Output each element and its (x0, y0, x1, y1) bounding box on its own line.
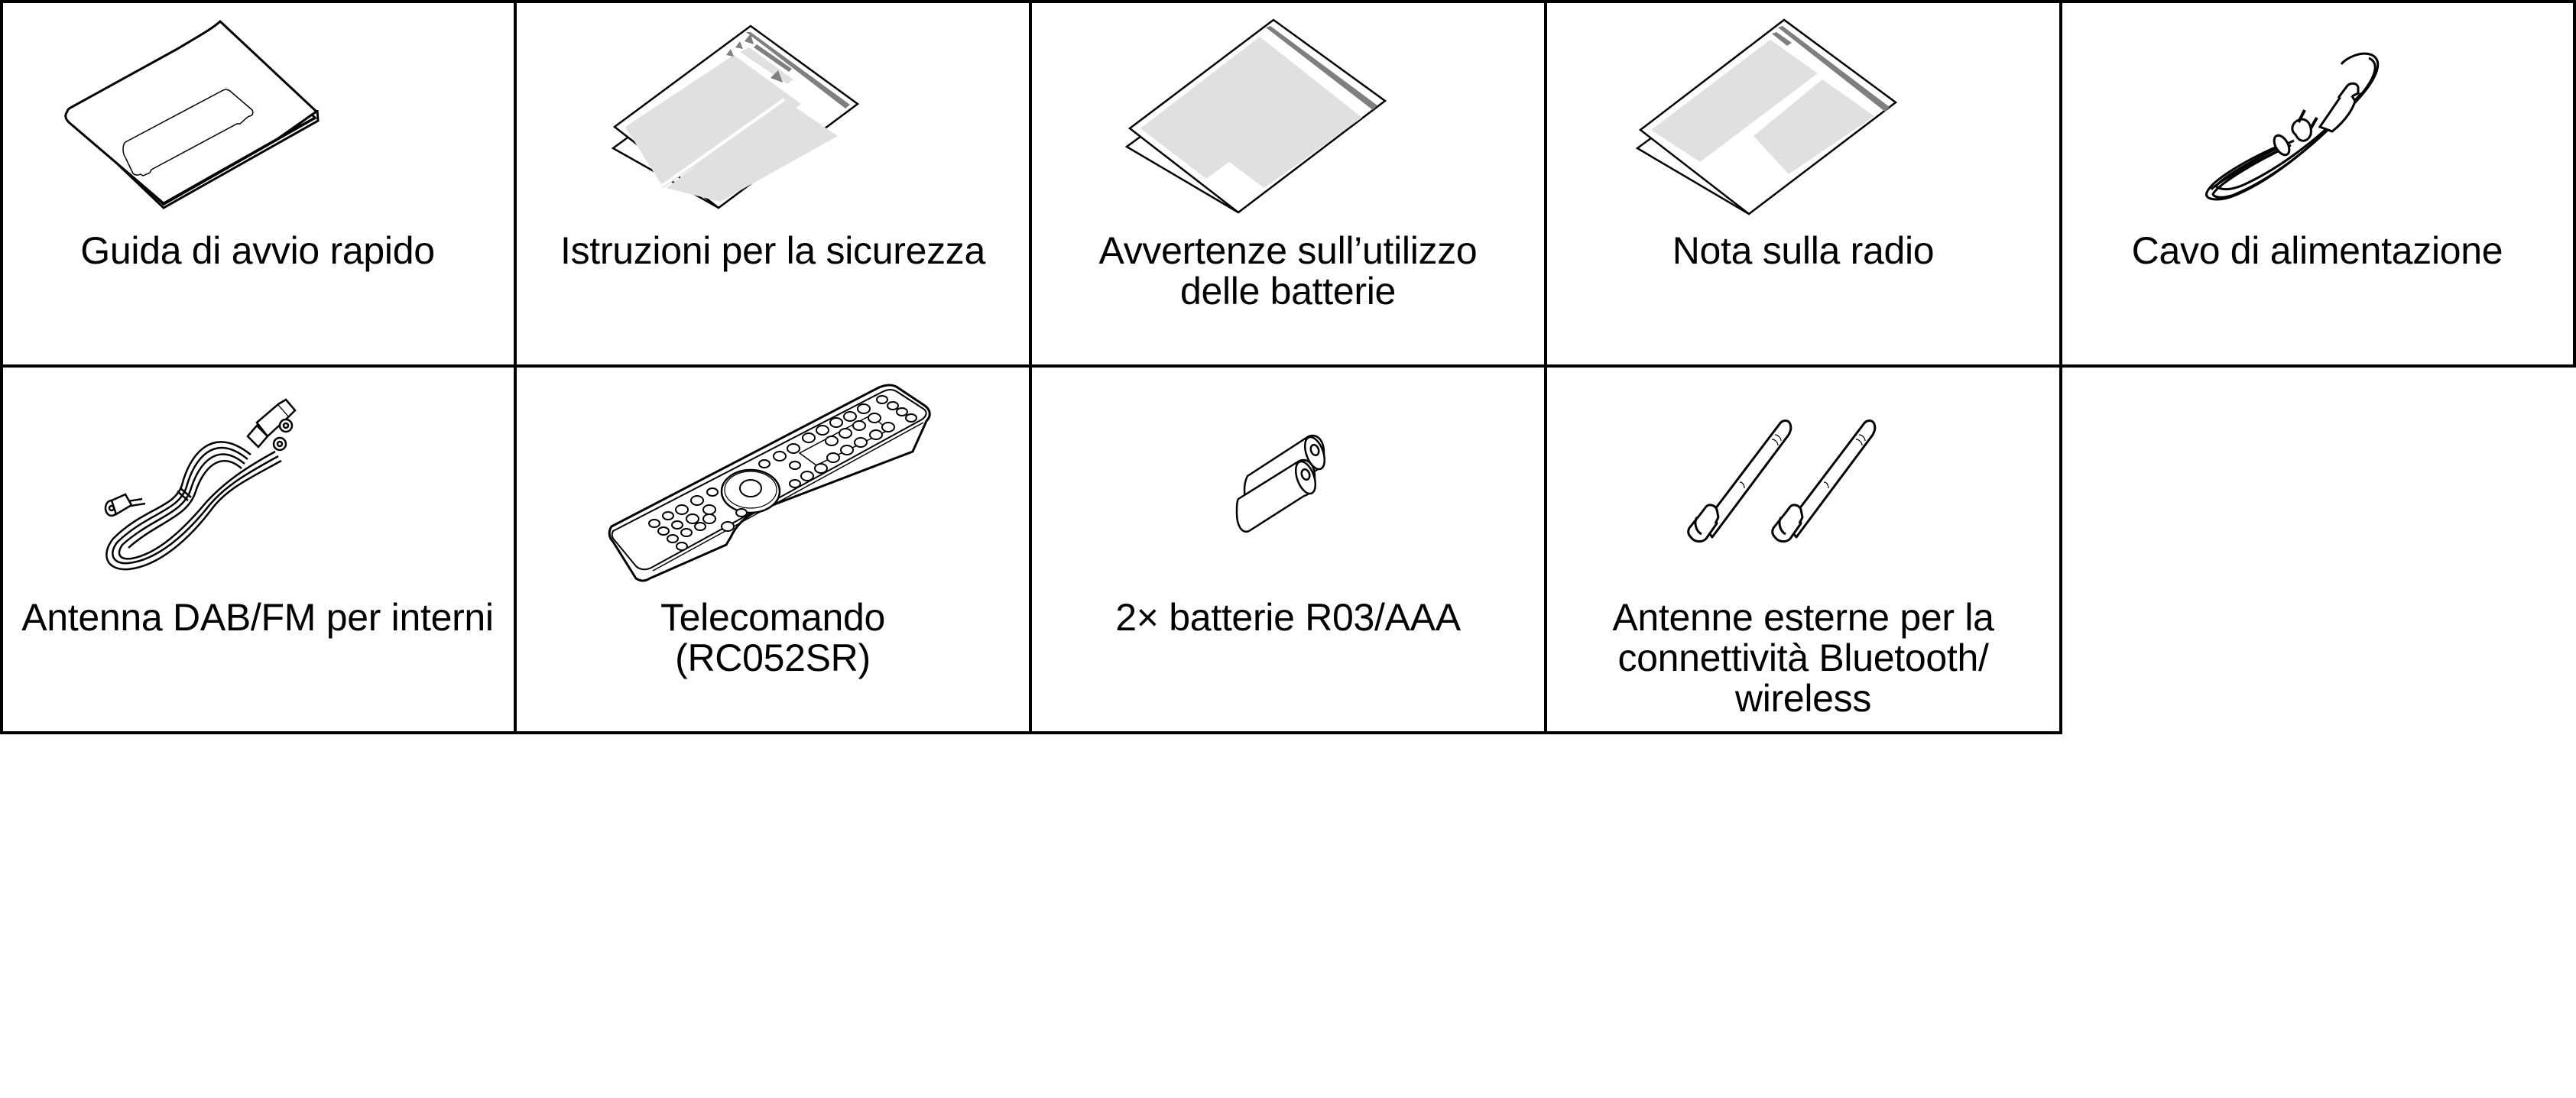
folded-leaflet-icon (1635, 18, 1898, 215)
table-border-left (0, 0, 3, 734)
row-divider (0, 364, 2576, 368)
table-border-top (0, 0, 2576, 3)
booklet-icon (64, 20, 320, 209)
table-border-right (2573, 0, 2576, 368)
column-divider (514, 0, 517, 734)
item-label: Avvertenze sull’utilizzo delle batterie (1098, 229, 1478, 313)
column-divider (1029, 0, 1032, 734)
remote-control-icon (608, 384, 931, 582)
item-label: 2× batterie R03/AAA (1115, 596, 1461, 639)
item-label: Istruzioni per la sicurezza (560, 229, 985, 272)
item-label: Antenna DAB/FM per interni (21, 596, 494, 639)
table-cell-radio-note: Nota sulla radio (1546, 0, 2061, 366)
table-cell-quick-start-guide: Guida di avvio rapido (0, 0, 515, 366)
item-label: Guida di avvio rapido (80, 229, 435, 272)
table-cell-battery-precautions: Avvertenze sull’utilizzo delle batterie (1030, 0, 1546, 366)
folded-leaflet-icon (1124, 18, 1387, 214)
table-cell-remote-control: Telecomando (RC052SR) (515, 366, 1030, 733)
batteries-icon (1235, 434, 1326, 533)
item-label: Telecomando (RC052SR) (660, 596, 886, 679)
table-cell-safety-instructions: Istruzioni per la sicurezza (515, 0, 1030, 366)
power-cord-icon (2205, 52, 2380, 201)
item-label: Nota sulla radio (1672, 229, 1935, 272)
column-divider (2059, 0, 2062, 734)
item-label: Antenne esterne per la connettività Blue… (1612, 596, 1994, 720)
item-label: Cavo di alimentazione (2131, 229, 2503, 272)
table-cell-indoor-dab-fm-antenna: Antenna DAB/FM per interni (0, 366, 515, 733)
table-cell-external-antennas: Antenne esterne per la connettività Blue… (1546, 366, 2061, 733)
rod-antenna-icon (1687, 419, 1877, 543)
column-divider (1544, 0, 1547, 734)
folded-leaflet-icon (611, 24, 860, 209)
table-cell-power-cord: Cavo di alimentazione (2060, 0, 2574, 366)
table-cell-batteries: 2× batterie R03/AAA (1030, 366, 1546, 733)
antenna-cable-icon (104, 398, 297, 571)
